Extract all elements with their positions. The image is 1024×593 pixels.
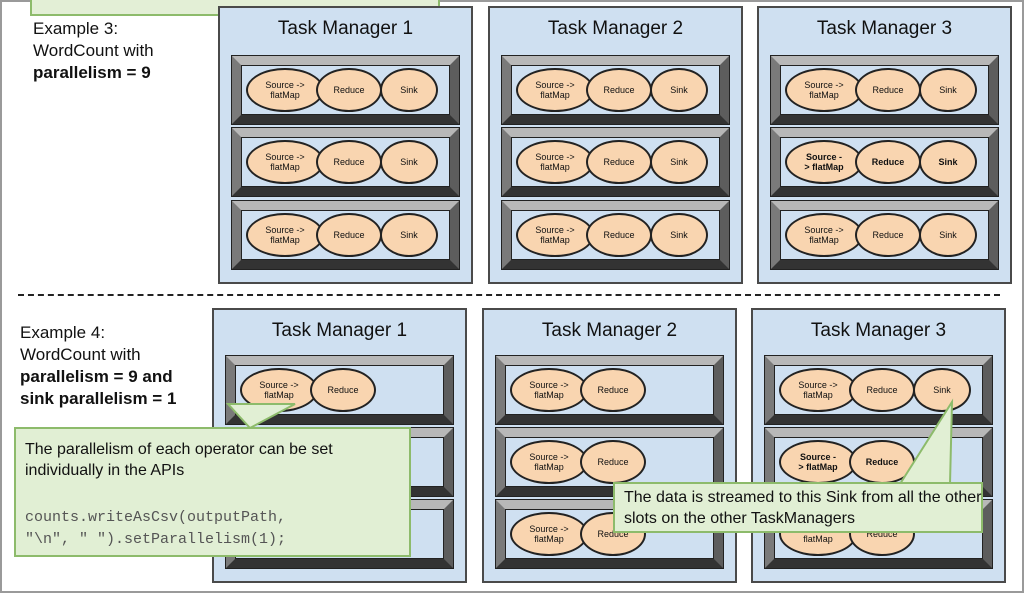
sink-callout: The data is streamed to this Sink from a… bbox=[613, 482, 983, 533]
sink-operator: Sink bbox=[650, 140, 708, 184]
reduce-operator: Reduce bbox=[855, 140, 921, 184]
source-flatmap-operator: Source -> flatMap bbox=[510, 512, 588, 556]
api-callout-text: The parallelism of each operator can be … bbox=[25, 441, 333, 479]
api-callout-pointer bbox=[225, 403, 296, 430]
sink-operator: Sink bbox=[919, 140, 977, 184]
api-callout: The parallelism of each operator can be … bbox=[14, 427, 411, 557]
sink-operator: Sink bbox=[919, 68, 977, 112]
source-flatmap-operator: Source -> flatMap bbox=[785, 213, 863, 257]
reduce-operator: Reduce bbox=[580, 440, 646, 484]
reduce-operator: Reduce bbox=[580, 368, 646, 412]
example4-line2: WordCount with bbox=[20, 345, 141, 364]
reduce-operator: Reduce bbox=[586, 140, 652, 184]
sink-operator: Sink bbox=[380, 140, 438, 184]
example4-line1: Example 4: bbox=[20, 323, 106, 342]
task-manager-title: Task Manager 2 bbox=[547, 18, 684, 39]
sink-callout-pointer bbox=[898, 398, 954, 485]
reduce-operator: Reduce bbox=[586, 213, 652, 257]
source-flatmap-operator: Source -> flatMap bbox=[246, 213, 324, 257]
api-callout-code: counts.writeAsCsv(outputPath, "\n", " ")… bbox=[25, 509, 287, 548]
source-flatmap-operator: Source - > flatMap bbox=[779, 440, 857, 484]
example4-label: Example 4: WordCount with parallelism = … bbox=[20, 322, 176, 410]
source-flatmap-operator: Source -> flatMap bbox=[779, 368, 857, 412]
example3-line1: Example 3: bbox=[33, 19, 119, 38]
example3-label: Example 3: WordCount with parallelism = … bbox=[33, 18, 154, 84]
sink-operator: Sink bbox=[380, 213, 438, 257]
example4-line3: parallelism = 9 and bbox=[20, 367, 173, 386]
reduce-operator: Reduce bbox=[310, 368, 376, 412]
reduce-operator: Reduce bbox=[855, 213, 921, 257]
sink-operator: Sink bbox=[380, 68, 438, 112]
reduce-operator: Reduce bbox=[316, 140, 382, 184]
example3-line3: parallelism = 9 bbox=[33, 63, 151, 82]
source-flatmap-operator: Source -> flatMap bbox=[246, 68, 324, 112]
source-flatmap-operator: Source -> flatMap bbox=[510, 440, 588, 484]
sink-operator: Sink bbox=[913, 368, 971, 412]
sink-operator: Sink bbox=[650, 68, 708, 112]
source-flatmap-operator: Source -> flatMap bbox=[516, 140, 594, 184]
task-manager-title: Task Manager 1 bbox=[277, 18, 414, 39]
example4-line4: sink parallelism = 1 bbox=[20, 389, 177, 408]
task-manager-title: Task Manager 3 bbox=[810, 320, 947, 341]
source-flatmap-operator: Source -> flatMap bbox=[785, 68, 863, 112]
sink-operator: Sink bbox=[919, 213, 977, 257]
example3-line2: WordCount with bbox=[33, 41, 154, 60]
sink-callout-text: The data is streamed to this Sink from a… bbox=[624, 489, 982, 527]
source-flatmap-operator: Source -> flatMap bbox=[516, 213, 594, 257]
sink-operator: Sink bbox=[650, 213, 708, 257]
task-manager-title: Task Manager 1 bbox=[271, 320, 408, 341]
section-divider bbox=[18, 294, 1000, 296]
task-manager-title: Task Manager 2 bbox=[541, 320, 678, 341]
task-manager-title: Task Manager 3 bbox=[816, 18, 953, 39]
